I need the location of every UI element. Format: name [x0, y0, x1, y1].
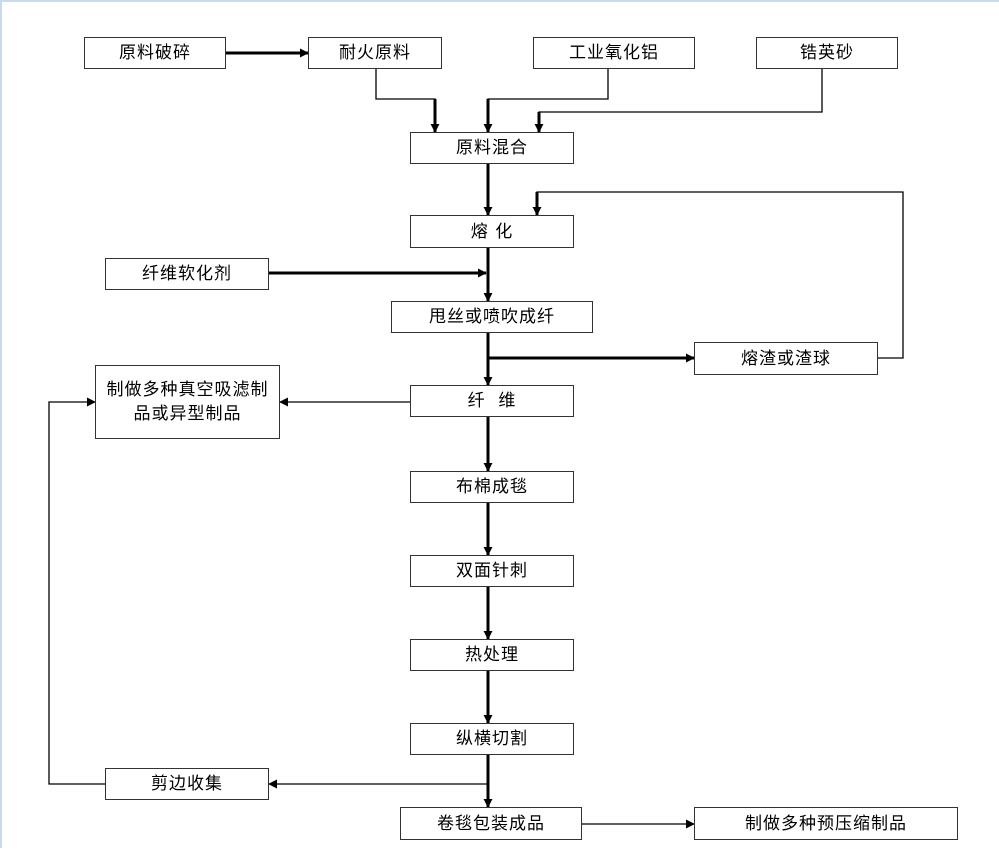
node-melting: 熔 化	[410, 215, 574, 248]
node-label: 卷毯包装成品	[437, 813, 545, 834]
node-fiber: 纤 维	[410, 385, 574, 417]
node-felting: 布棉成毯	[410, 471, 574, 503]
node-raw-material-mixing: 原料混合	[410, 132, 574, 164]
node-label: 纤 维	[467, 391, 517, 411]
node-double-side-needling: 双面针刺	[410, 555, 574, 587]
node-label: 布棉成毯	[456, 477, 528, 497]
node-cross-cutting: 纵横切割	[410, 723, 574, 755]
node-label: 原料破碎	[119, 43, 191, 63]
node-vacuum-formed-products: 制做多种真空吸滤制品或异型制品	[95, 365, 280, 439]
node-raw-material-crushing: 原料破碎	[84, 37, 226, 69]
node-label: 熔 化	[470, 221, 514, 242]
node-label: 纤维软化剂	[142, 264, 232, 284]
node-label: 工业氧化铝	[569, 43, 659, 63]
node-industrial-alumina: 工业氧化铝	[533, 37, 695, 69]
node-label: 双面针刺	[456, 561, 528, 581]
node-label: 纵横切割	[456, 729, 528, 749]
node-fiber-softener: 纤维软化剂	[105, 258, 269, 290]
node-heat-treatment: 热处理	[410, 639, 574, 671]
node-trim-collection: 剪边收集	[105, 768, 269, 800]
arrow-alumina-to-mixing	[487, 69, 609, 132]
arrow-zircon-to-mixing	[538, 69, 823, 132]
node-precompressed-products: 制做多种预压缩制品	[694, 807, 958, 840]
node-label: 剪边收集	[151, 774, 223, 794]
node-spinning-or-blowing: 甩丝或喷吹成纤	[391, 301, 593, 333]
arrow-slag-recycle-to-melting	[536, 191, 904, 359]
node-label: 原料混合	[456, 138, 528, 158]
node-refractory-raw-material: 耐火原料	[308, 37, 442, 69]
node-label: 耐火原料	[339, 43, 411, 63]
node-label: 热处理	[465, 645, 519, 665]
node-label: 熔渣或渣球	[741, 348, 831, 369]
node-label: 制做多种预压缩制品	[745, 813, 907, 834]
arrow-refractory-to-mixing	[375, 69, 436, 132]
arrow-trim-to-vacuum-products	[48, 397, 105, 785]
node-label: 制做多种真空吸滤制品或异型制品	[106, 380, 269, 424]
node-zircon-sand: 锆英砂	[756, 37, 898, 69]
node-label: 锆英砂	[800, 43, 854, 63]
node-slag-or-shot: 熔渣或渣球	[694, 342, 878, 375]
node-label: 甩丝或喷吹成纤	[429, 307, 555, 327]
node-roll-packing-product: 卷毯包装成品	[400, 807, 582, 840]
